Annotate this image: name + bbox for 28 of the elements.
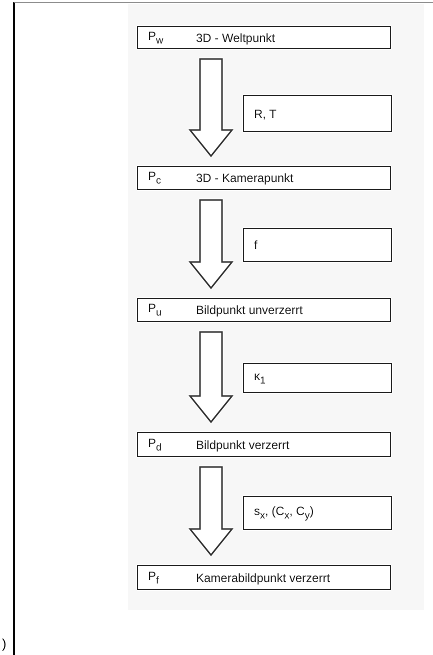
parameter-box <box>243 228 392 262</box>
block-arrow <box>188 466 234 556</box>
stage-label: Kamerabildpunkt verzerrt <box>196 570 330 584</box>
stage-box <box>137 565 391 590</box>
block-arrow <box>188 331 234 424</box>
parameter-box <box>243 496 392 530</box>
point-symbol: P$_{d}$ <box>148 436 163 454</box>
stage-label: 3D - Kamerapunkt <box>196 171 294 185</box>
point-symbol: P$_{u}$ <box>148 301 163 319</box>
parameter-label: κ$_{1}$ <box>254 369 266 387</box>
parameter-label: R, T <box>254 106 276 120</box>
stage-box <box>137 26 391 49</box>
stage-box <box>137 298 391 322</box>
point-symbol: P$_{c}$ <box>148 169 162 187</box>
stage-label: Bildpunkt verzerrt <box>196 438 290 452</box>
block-arrow <box>188 58 234 158</box>
stage-label: 3D - Weltpunkt <box>196 30 276 44</box>
block-arrow <box>188 199 234 290</box>
point-symbol: P$_{w}$ <box>148 28 164 46</box>
stage-box <box>137 166 391 190</box>
stage-label: Bildpunkt unverzerrt <box>196 303 303 317</box>
point-symbol: P$_{f}$ <box>148 568 160 586</box>
caption-fragment: ) <box>2 636 6 651</box>
parameter-box <box>243 363 392 393</box>
parameter-box <box>243 95 392 132</box>
stage-box <box>137 432 391 457</box>
parameter-label: f <box>254 238 258 252</box>
parameter-label: s$_{x}$, (C$_{x}$, C$_{y}$) <box>254 504 314 522</box>
